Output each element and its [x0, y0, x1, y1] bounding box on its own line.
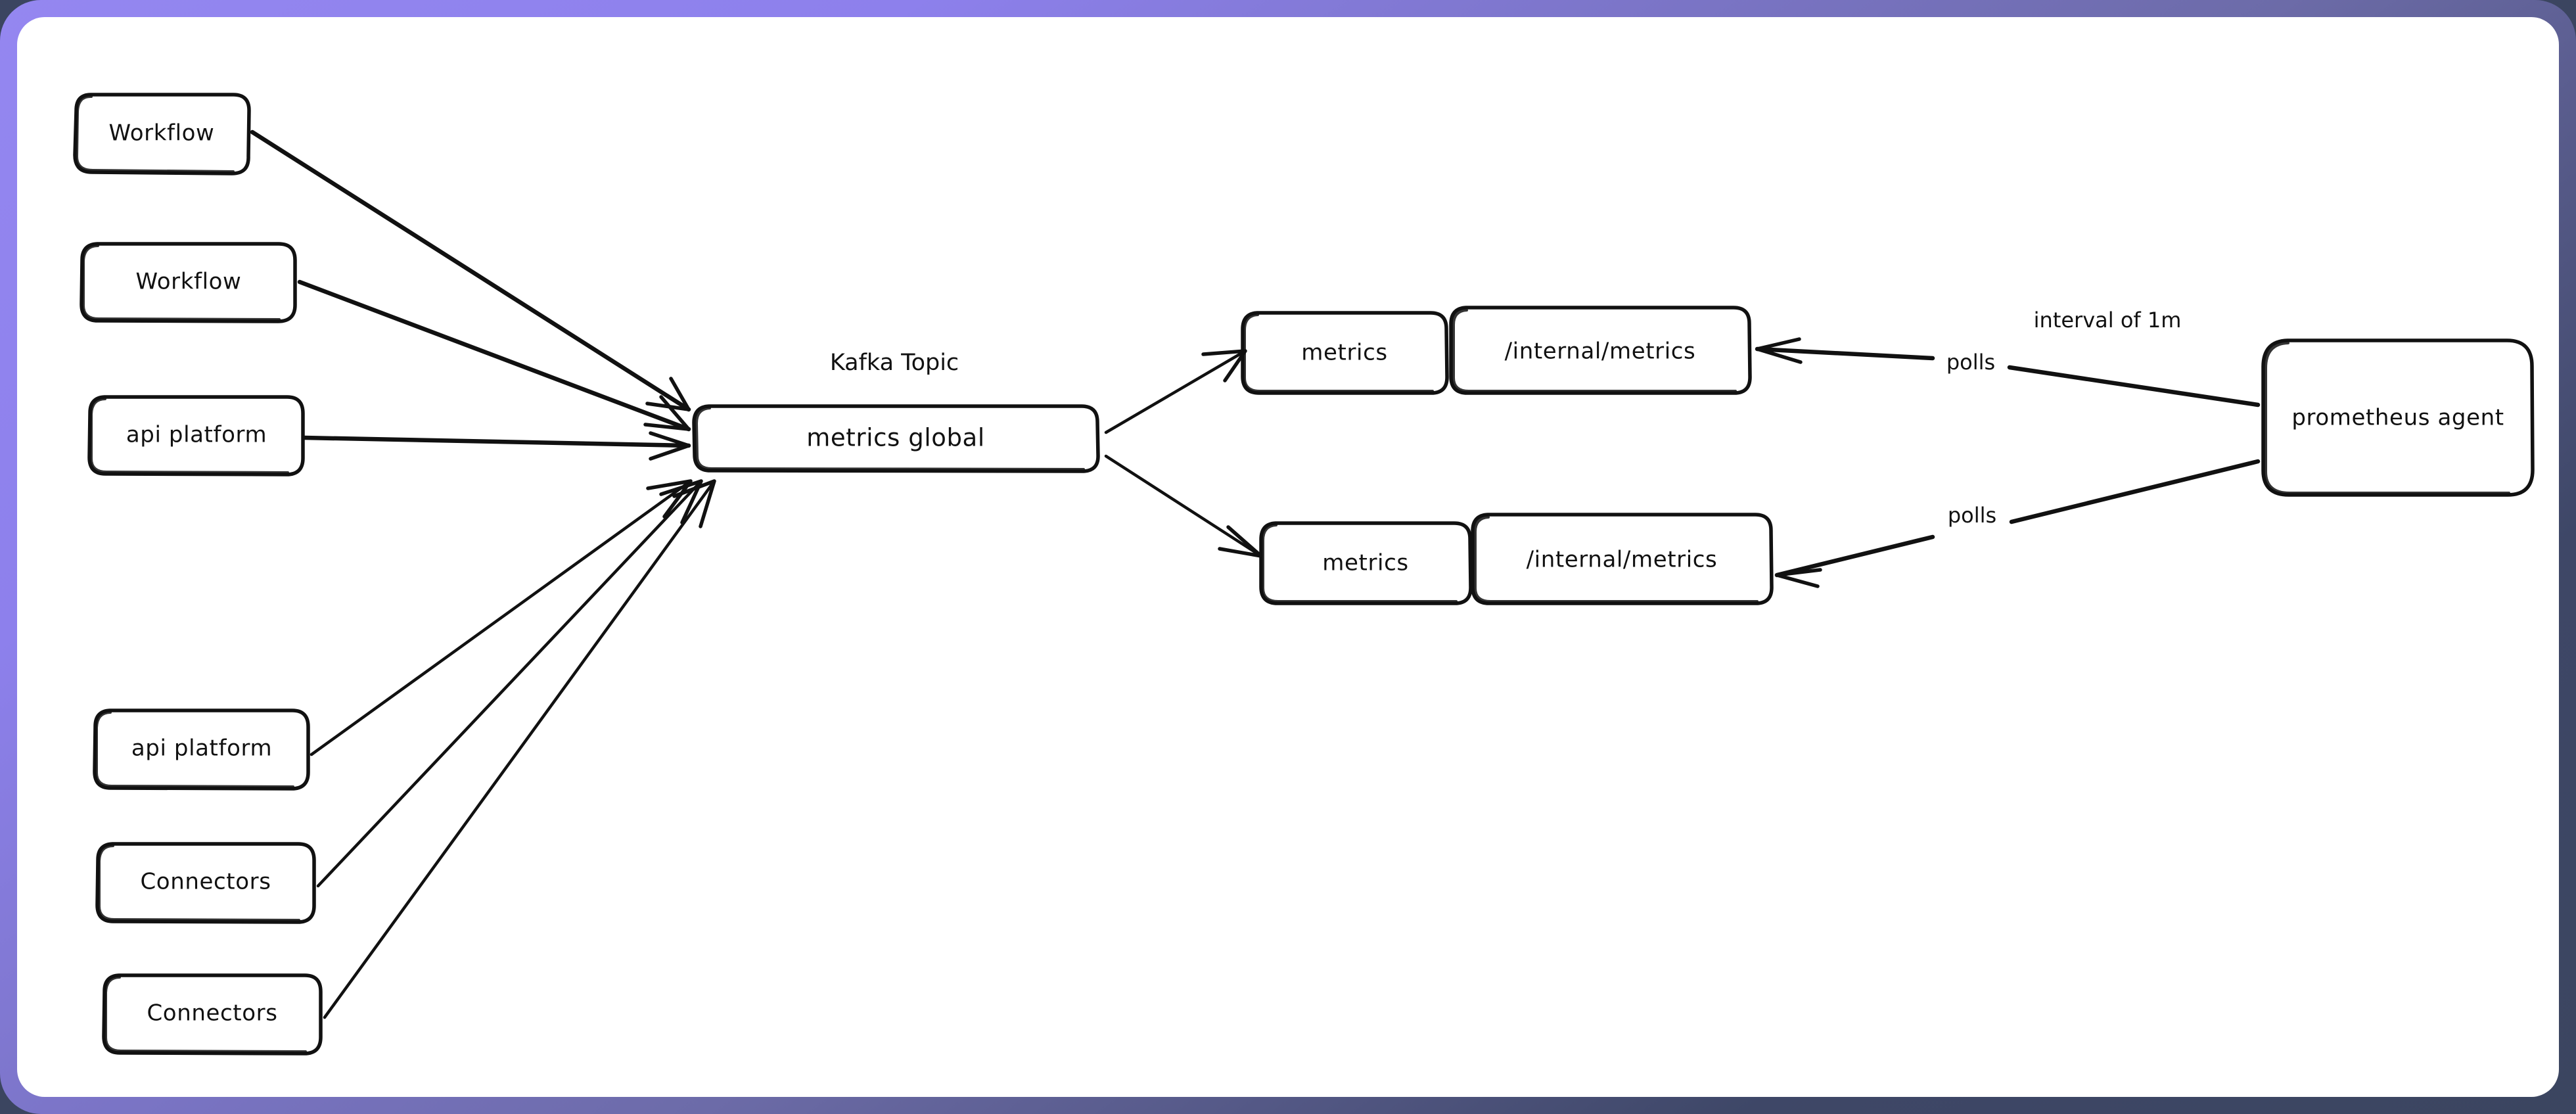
node-metrics-top[interactable]: metrics — [1241, 311, 1449, 395]
node-label-api-platform-1: api platform — [126, 422, 267, 448]
node-label-internal-metrics-top: /internal/metrics — [1505, 338, 1696, 365]
edge-prometheus-to-internal-metrics-bottom[interactable]: polls — [1774, 459, 2261, 588]
node-connectors-2[interactable]: Connectors — [102, 973, 323, 1056]
architecture-diagram[interactable]: Workflow Workflow api platform api platf… — [17, 17, 2559, 1097]
node-label-workflow-2: Workflow — [136, 269, 242, 295]
node-connectors-1[interactable]: Connectors — [95, 842, 316, 924]
node-internal-metrics-top[interactable]: /internal/metrics — [1449, 306, 1752, 395]
node-kafka-topic[interactable]: metrics global — [692, 404, 1100, 473]
node-label-metrics-global: metrics global — [806, 424, 984, 452]
node-label-connectors-1: Connectors — [140, 869, 271, 895]
node-label-metrics-top: metrics — [1301, 340, 1387, 366]
kafka-topic-label: Kafka Topic — [830, 350, 959, 376]
edge-connectors-1-to-kafka — [316, 479, 703, 888]
node-label-prometheus-agent: prometheus agent — [2291, 405, 2504, 431]
edge-kafka-to-metrics-bottom — [1104, 454, 1263, 558]
node-label-api-platform-2: api platform — [131, 735, 272, 762]
edge-api-platform-2-to-kafka — [310, 479, 693, 756]
edge-kafka-to-metrics-top — [1104, 349, 1247, 434]
edge-prometheus-to-internal-metrics-top[interactable]: polls — [1755, 337, 2261, 407]
node-label-metrics-bottom: metrics — [1322, 550, 1408, 576]
whiteboard-canvas[interactable]: Workflow Workflow api platform api platf… — [17, 17, 2559, 1097]
node-label-workflow-1: Workflow — [109, 120, 215, 147]
node-workflow-2[interactable]: Workflow — [80, 242, 297, 323]
edge-label-polls-bottom: polls — [1948, 503, 1996, 528]
node-api-platform-2[interactable]: api platform — [93, 708, 310, 791]
annotation-interval-of-1m: interval of 1m — [2034, 308, 2182, 333]
edge-workflow-2-to-kafka — [297, 279, 691, 432]
node-label-connectors-2: Connectors — [147, 1000, 277, 1027]
node-api-platform-1[interactable]: api platform — [87, 395, 305, 476]
edge-label-polls-top: polls — [1946, 350, 1995, 375]
node-prometheus-agent[interactable]: prometheus agent — [2261, 338, 2535, 497]
edge-workflow-1-to-kafka — [250, 129, 691, 412]
kafka-topic-group-label: Kafka Topic — [830, 350, 959, 376]
node-workflow-1[interactable]: Workflow — [73, 93, 251, 175]
node-internal-metrics-bottom[interactable]: /internal/metrics — [1471, 513, 1774, 605]
edge-connectors-2-to-kafka — [323, 479, 716, 1019]
node-metrics-bottom[interactable]: metrics — [1259, 521, 1473, 605]
node-label-internal-metrics-bottom: /internal/metrics — [1527, 547, 1718, 573]
edge-api-platform-1-to-kafka — [302, 431, 691, 461]
